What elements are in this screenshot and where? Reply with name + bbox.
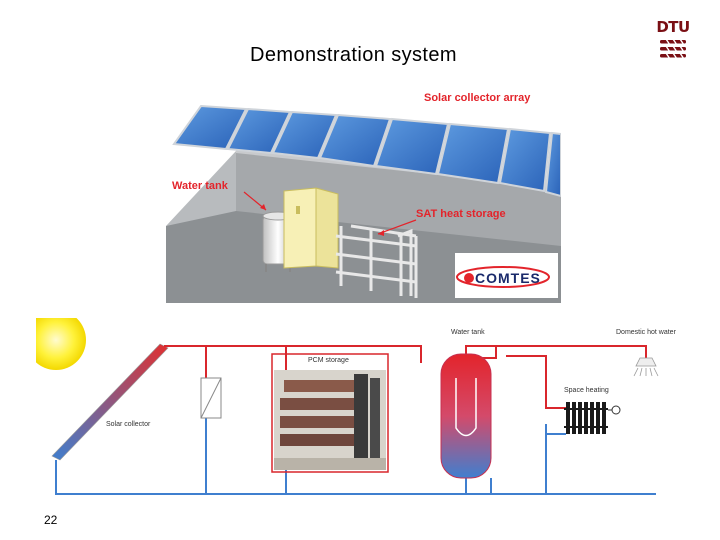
label-solar-collector: Solar collector [106,421,151,428]
hot-water-pipes [164,345,647,409]
solar-collector-array [172,104,561,198]
callout-solar-collector-array: Solar collector array [424,92,531,104]
callout-sat-heat-storage: SAT heat storage [416,208,506,220]
comtes-logo-text: COMTES [475,270,541,286]
comtes-logo: COMTES [455,253,558,298]
radiator-icon [564,402,608,434]
callout-sat-arrow [377,219,417,235]
pcm-storage-box [271,353,389,473]
shower-head-icon [633,357,659,377]
yellow-enclosure [283,187,339,269]
water-tank-schematic [440,353,492,479]
label-space-heating: Space heating [564,387,609,394]
system-schematic: Solar collector PCM storage [36,318,682,500]
slide-number: 22 [44,513,58,527]
label-water-tank: Water tank [451,329,485,336]
radiator-valve-icon [611,405,621,415]
label-domestic-hot-water: Domestic hot water [616,329,677,336]
dtu-logo-waves-icon [660,38,686,60]
callout-water-tank: Water tank [172,180,229,192]
sun-icon [36,318,86,370]
slide-title: Demonstration system [250,44,457,66]
dtu-logo: DTU [656,18,690,66]
dtu-logo-text: DTU [656,18,690,36]
system-render-image: Solar collector array Water tank SAT hea… [166,86,561,303]
label-pcm-storage: PCM storage [308,357,349,364]
pcm-storage-photo [274,370,386,470]
